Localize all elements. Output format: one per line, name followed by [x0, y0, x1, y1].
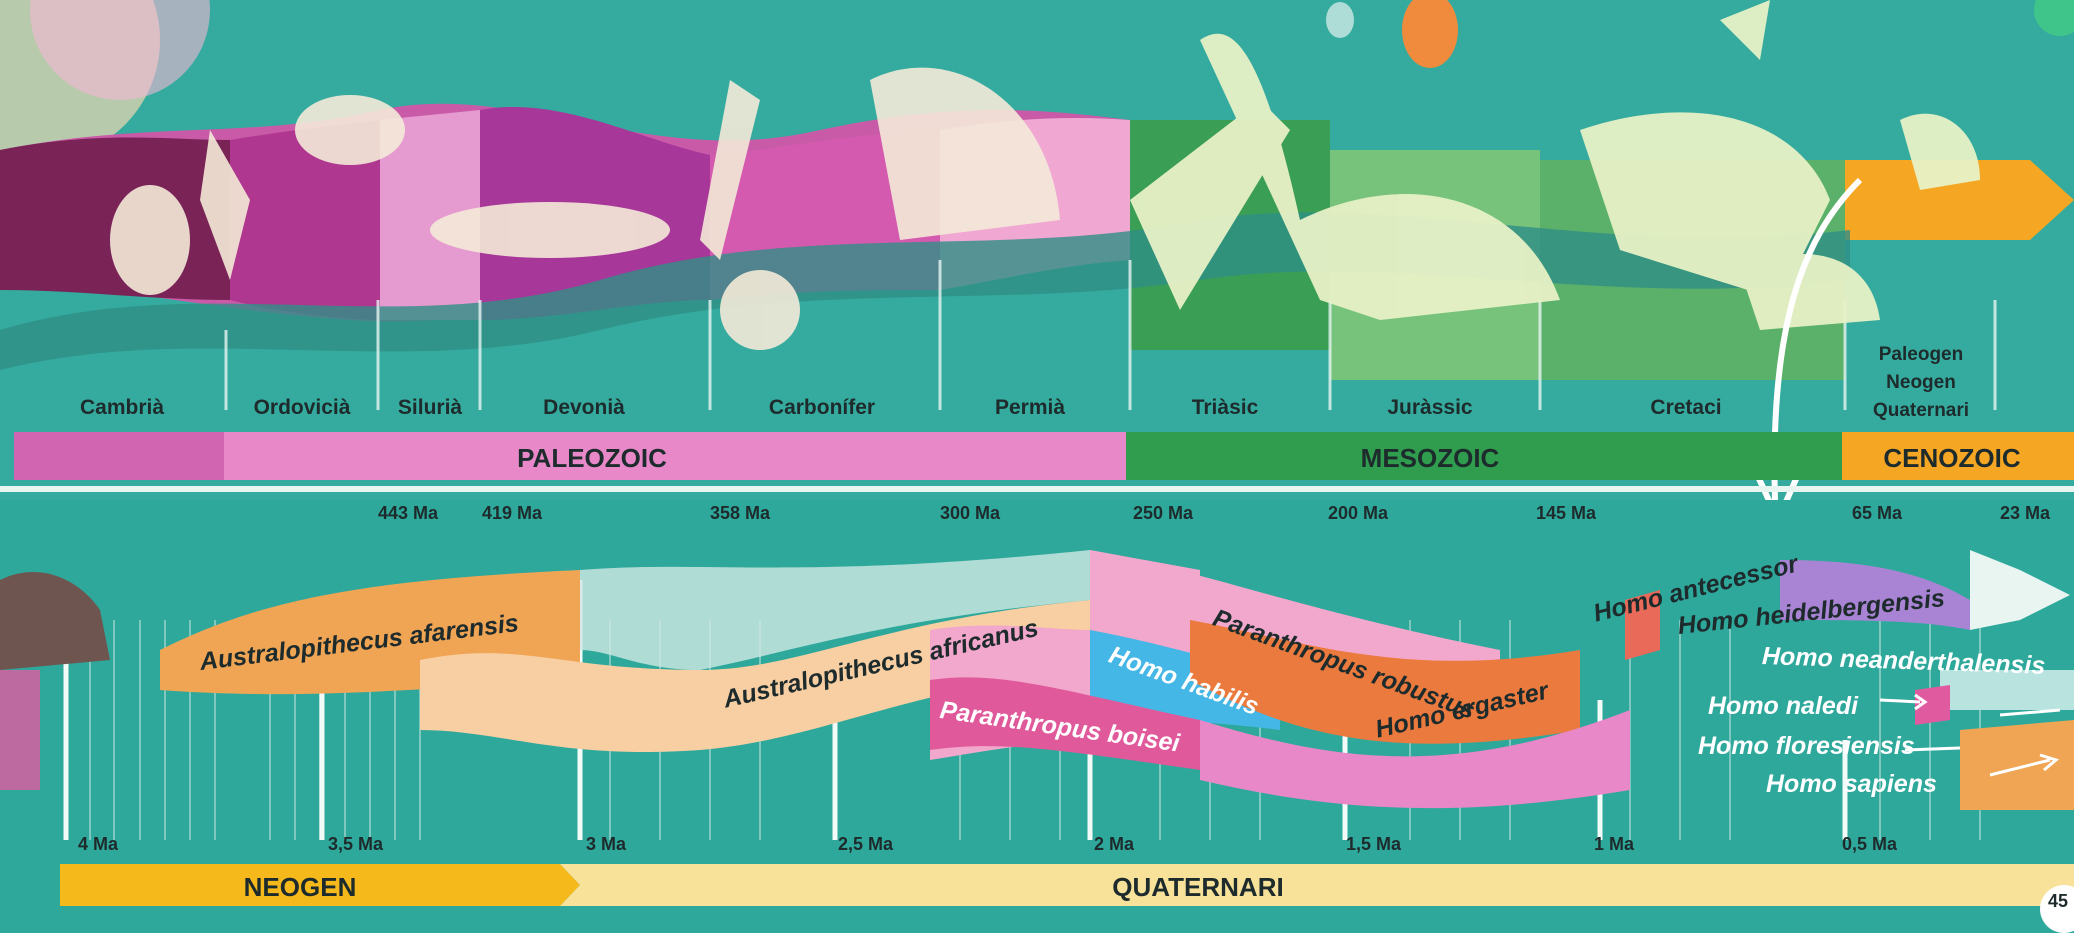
period-triassic-label: Triàsic — [1192, 396, 1259, 420]
era-cenozoic-label: CENOZOIC — [1883, 443, 2020, 474]
period-paleogen-label: Paleogen — [1836, 344, 2006, 366]
period-cambrian-label: Cambrià — [80, 396, 164, 420]
period-ordovician-label: Ordovicià — [254, 396, 351, 420]
sapiens-ribbon — [1960, 720, 2074, 810]
date-1-ma: 1 Ma — [1594, 834, 1634, 855]
period-quaternari-label: Quaternari — [1836, 400, 2006, 422]
epoch-quaternari-bar — [560, 864, 2074, 906]
period-silurian-label: Silurià — [398, 396, 462, 420]
date-2-ma: 2 Ma — [1094, 834, 1134, 855]
geologic-timeline: Cambrià Ordovicià Silurià Devonià Carbon… — [0, 0, 2074, 500]
date-0-5-ma: 0,5 Ma — [1842, 834, 1897, 855]
epoch-quaternari-label: QUATERNARI — [1112, 872, 1283, 903]
period-carboniferous-label: Carbonífer — [769, 396, 875, 420]
species-naledi-label: Homo naledi — [1708, 692, 1858, 721]
period-jurassic-label: Juràssic — [1387, 396, 1472, 420]
fish-icon — [295, 95, 405, 165]
era-mesozoic-label: MESOZOIC — [1361, 443, 1500, 474]
page-number: 45 — [2040, 885, 2074, 933]
era-paleozoic-bar-start — [14, 432, 224, 480]
period-permian-label: Permià — [995, 396, 1065, 420]
species-sapiens-label: Homo sapiens — [1766, 770, 1937, 799]
period-cretaceous-label: Cretaci — [1650, 396, 1721, 420]
trilobite-icon — [110, 185, 190, 295]
period-neogen-label: Neogen — [1836, 372, 2006, 394]
date-2-5-ma: 2,5 Ma — [838, 834, 893, 855]
date-3-ma: 3 Ma — [586, 834, 626, 855]
hominin-head-icon — [0, 572, 110, 670]
epoch-neogen-label: NEOGEN — [244, 872, 357, 903]
date-4-ma: 4 Ma — [78, 834, 118, 855]
date-3-5-ma: 3,5 Ma — [328, 834, 383, 855]
fossil-illustration — [0, 0, 2074, 500]
ammonite-icon — [720, 270, 800, 350]
separator-line — [0, 486, 2074, 492]
era-paleozoic-label: PALEOZOIC — [517, 443, 667, 474]
period-devonian-label: Devonià — [543, 396, 625, 420]
date-1-5-ma: 1,5 Ma — [1346, 834, 1401, 855]
species-floresiensis-label: Homo floresiensis — [1698, 732, 1915, 761]
amphibian-icon — [430, 202, 670, 258]
